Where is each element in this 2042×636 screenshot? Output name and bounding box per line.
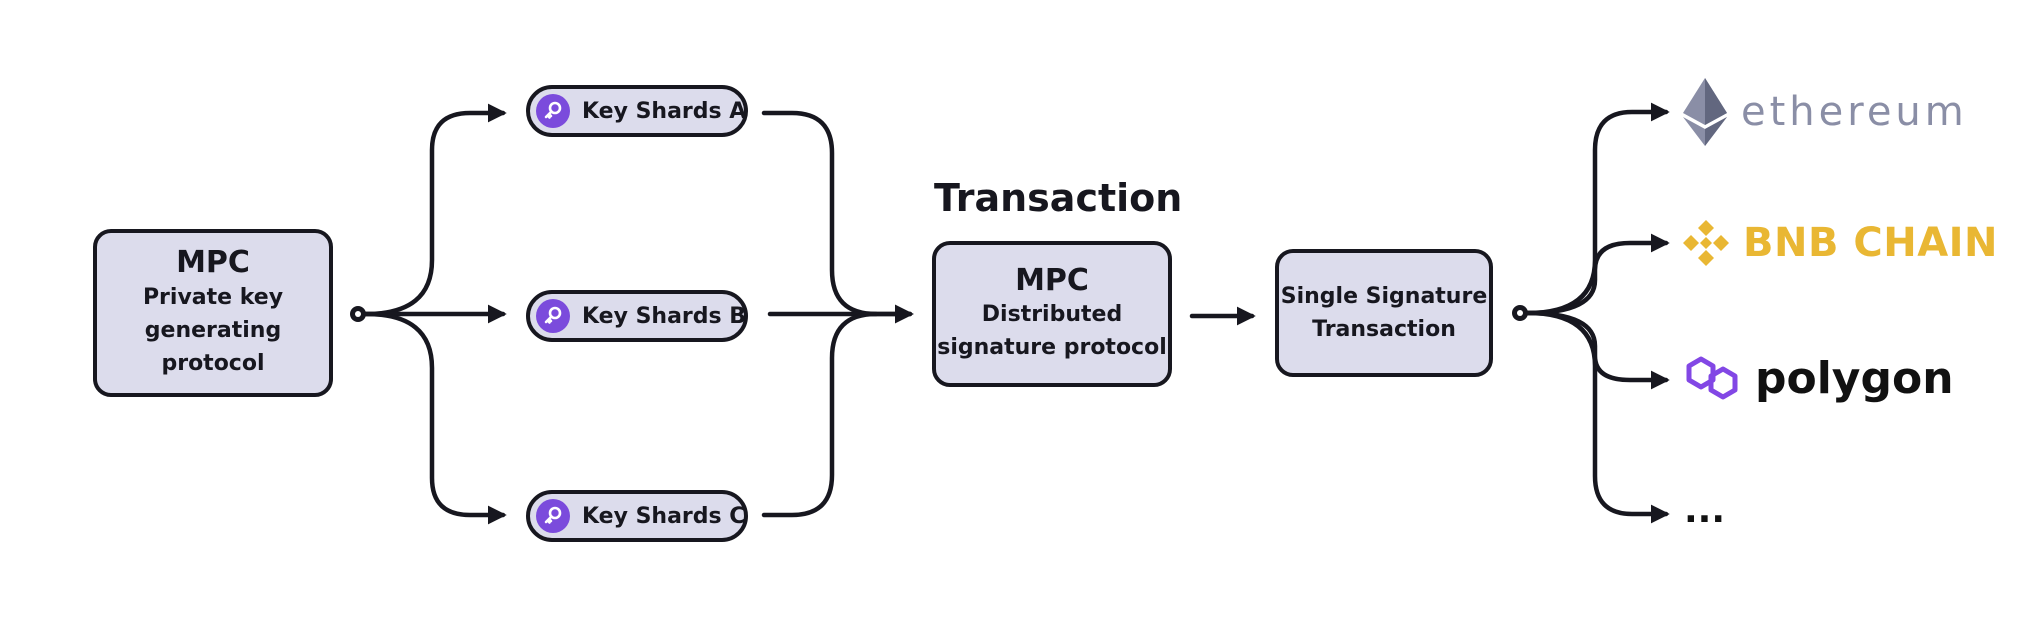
ethereum-diamond-icon (1683, 78, 1727, 146)
key-shard-label: Key Shards A (582, 98, 747, 124)
arrow-to-bnb (1525, 233, 1670, 316)
key-shard-label: Key Shards B (582, 303, 747, 329)
mpc-key-generation-box: MPC Private key generating protocol (93, 229, 333, 397)
arrow-from-shard-c (761, 311, 879, 518)
transaction-heading: Transaction (934, 176, 1183, 220)
key-icon (536, 299, 570, 333)
polygon-logo: polygon (1683, 352, 1954, 404)
arrow-to-shard-c (363, 311, 507, 525)
mpc-subtitle-line: Private key (142, 284, 284, 310)
key-icon (536, 94, 570, 128)
mpc-title: MPC (176, 245, 250, 281)
key-shard-label: Key Shards C (582, 503, 746, 529)
single-signature-line: Single Signature (1280, 284, 1488, 309)
polygon-logo-icon (1686, 356, 1738, 400)
key-shard-c: Key Shards C (526, 490, 748, 542)
bnb-logo-icon (1683, 220, 1729, 266)
mpc-signature-box: MPC Distributed signature protocol (932, 241, 1172, 387)
more-chains-ellipsis: ... (1684, 490, 1726, 531)
bnb-chain-wordmark: BNB CHAIN (1743, 220, 1999, 266)
single-signature-line: Transaction (1312, 317, 1456, 342)
polygon-wordmark: polygon (1755, 352, 1954, 404)
arrow-from-shard-a (761, 110, 914, 324)
arrow-to-more (1525, 310, 1670, 524)
mpc-subtitle-line: generating (144, 317, 282, 343)
mpc-subtitle-line: signature protocol (937, 335, 1167, 361)
mpc-subtitle-line: Distributed (981, 302, 1123, 328)
bnb-chain-logo: BNB CHAIN (1681, 218, 1998, 268)
ethereum-logo: ethereum (1683, 78, 1968, 146)
single-signature-box: Single Signature Transaction (1275, 249, 1493, 377)
key-shard-b: Key Shards B (526, 290, 748, 342)
mpc-subtitle-line: protocol (161, 350, 265, 376)
key-icon (536, 499, 570, 533)
ethereum-wordmark: ethereum (1741, 89, 1968, 135)
arrow-to-shard-a (363, 103, 507, 317)
key-shard-a: Key Shards A (526, 85, 748, 137)
mpc-title: MPC (1015, 262, 1089, 298)
